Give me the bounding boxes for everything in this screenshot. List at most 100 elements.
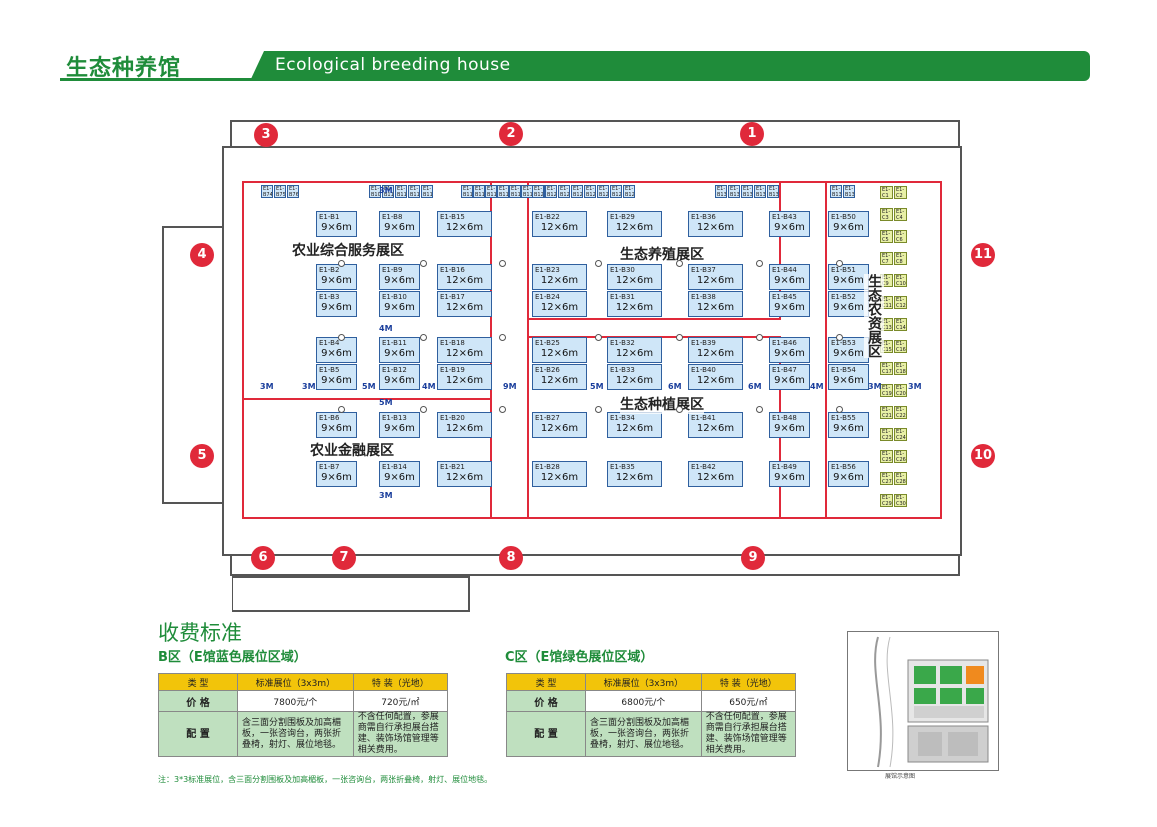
small-booth: E1-B130 xyxy=(715,185,727,198)
booth-size: 9×6m xyxy=(321,348,352,359)
zone-divider xyxy=(527,181,529,519)
aisle-width-label: 4M xyxy=(379,324,393,333)
gate-marker: 9 xyxy=(741,546,765,570)
booth-size: 9×6m xyxy=(774,375,805,386)
structural-column xyxy=(499,334,506,341)
booth-id: E1-B40 xyxy=(691,366,716,374)
booth-id: E1-B55 xyxy=(831,414,856,422)
booth-id: E1-B14 xyxy=(382,463,407,471)
structural-column xyxy=(499,406,506,413)
aisle-width-label: 6M xyxy=(668,382,682,391)
small-booth: E1-B128 xyxy=(610,185,622,198)
small-booth-c-zone: E1-C26 xyxy=(894,450,907,463)
booth-size: 9×6m xyxy=(384,348,415,359)
b-zone-fee-table: 类 型 标准展位（3x3m） 特 装（光地） 价 格 7800元/个 720元/… xyxy=(158,673,449,757)
gate-marker: 2 xyxy=(499,122,523,146)
config-standard: 含三面分割围板及加高楣板，一张咨询台，两张折叠椅，射灯、展位地毯。 xyxy=(585,711,702,757)
gate-marker: 5 xyxy=(190,444,214,468)
booth-size: 12×6m xyxy=(540,348,579,359)
small-booth: E1-B124 xyxy=(558,185,570,198)
booth-id: E1-B2 xyxy=(319,266,340,274)
col-type: 类 型 xyxy=(506,673,586,691)
booth-id: E1-B4 xyxy=(319,339,340,347)
booth-id: E1-B7 xyxy=(319,463,340,471)
booth-size: 9×6m xyxy=(321,472,352,483)
zone-label: 农业综合服务展区 xyxy=(292,240,404,260)
booth-id: E1-B25 xyxy=(535,339,560,347)
small-booth-c-zone: E1-C10 xyxy=(894,274,907,287)
small-booth-c-zone: E1-C29 xyxy=(880,494,893,507)
booth-id: E1-B48 xyxy=(772,414,797,422)
structural-column xyxy=(756,334,763,341)
booth-size: 9×6m xyxy=(384,472,415,483)
booth-id: E1-B15 xyxy=(440,213,465,221)
price-raw-space: 720元/㎡ xyxy=(352,690,449,712)
booth-size: 12×6m xyxy=(615,275,654,286)
small-booth: E1-B118 xyxy=(509,185,521,198)
col-standard: 标准展位（3x3m） xyxy=(237,673,354,691)
structural-column xyxy=(836,334,843,341)
small-booth-c-zone: E1-C19 xyxy=(880,384,893,397)
booth-size: 12×6m xyxy=(696,423,735,434)
page-title: 生态种养馆 xyxy=(66,56,182,81)
booth-id: E1-B18 xyxy=(440,339,465,347)
aisle-width-label: 4M xyxy=(422,382,436,391)
booth-id: E1-B5 xyxy=(319,366,340,374)
booth-size: 12×6m xyxy=(445,375,484,386)
config-raw-space: 不含任何配置，参展商需自行承担展台搭建、装饰场馆管理等相关费用。 xyxy=(700,711,797,757)
small-booth: E1-B113 xyxy=(421,185,433,198)
small-booth-c-zone: E1-C12 xyxy=(894,296,907,309)
booth-size: 9×6m xyxy=(321,375,352,386)
booth-size: 9×6m xyxy=(321,222,352,233)
booth-size: 12×6m xyxy=(696,472,735,483)
small-booth: E1-B132 xyxy=(741,185,753,198)
aisle-width-label: 6M xyxy=(748,382,762,391)
booth-id: E1-B51 xyxy=(831,266,856,274)
booth-size: 9×6m xyxy=(833,375,864,386)
structural-column xyxy=(676,260,683,267)
booth-id: E1-B21 xyxy=(440,463,465,471)
small-booth-c-zone: E1-C18 xyxy=(894,362,907,375)
booth-size: 9×6m xyxy=(833,472,864,483)
small-booth: E1-B114 xyxy=(461,185,473,198)
col-type: 类 型 xyxy=(158,673,238,691)
gate-marker: 3 xyxy=(254,123,278,147)
booth-id: E1-B16 xyxy=(440,266,465,274)
booth-id: E1-B38 xyxy=(691,293,716,301)
structural-column xyxy=(338,334,345,341)
small-booth: E1-B75 xyxy=(274,185,286,198)
row-price-label: 价 格 xyxy=(158,690,238,712)
b-zone-heading: B区（E馆蓝色展位区域） xyxy=(158,650,307,665)
config-raw-space: 不含任何配置，参展商需自行承担展台搭建、装饰场馆管理等相关费用。 xyxy=(352,711,449,757)
gate-marker: 1 xyxy=(740,122,764,146)
booth-id: E1-B52 xyxy=(831,293,856,301)
booth-id: E1-B43 xyxy=(772,213,797,221)
small-booth: E1-B112 xyxy=(408,185,420,198)
